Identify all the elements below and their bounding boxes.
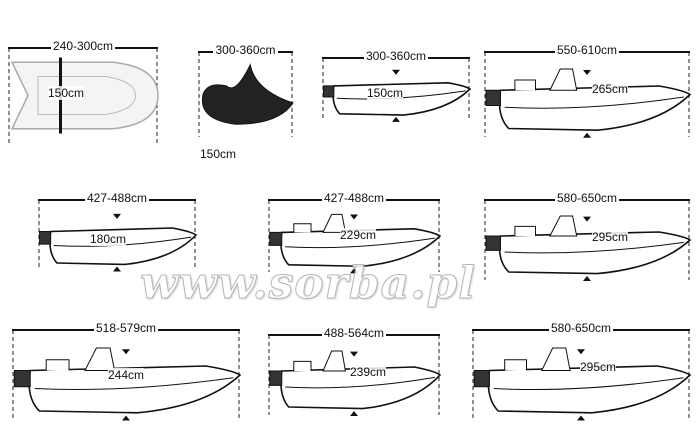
boat-item-dinghy: 240-300cm 150cm <box>8 39 159 143</box>
boat-item-console: 580-650cm 295cm <box>472 321 692 421</box>
console-drawing <box>268 199 442 274</box>
boat-item-boat: 427-488cm 180cm <box>38 191 198 272</box>
beam-label: 295cm <box>580 360 617 374</box>
console-drawing <box>484 199 692 281</box>
console-drawing <box>472 329 692 421</box>
length-label: 580-650cm <box>554 191 620 205</box>
beam-label: 239cm <box>350 365 387 379</box>
length-label: 240-300cm <box>50 39 116 53</box>
length-label: 488-564cm <box>321 326 387 340</box>
beam-label: 244cm <box>108 368 145 382</box>
dinghy-drawing <box>8 47 159 143</box>
beam-label: 150cm <box>200 147 237 161</box>
boat-item-console: 580-650cm 295cm <box>484 191 692 281</box>
jetski-drawing <box>198 51 294 137</box>
length-label: 518-579cm <box>93 321 159 335</box>
boat-item-jetski: 300-360cm 150cm <box>198 43 294 161</box>
boat-item-console: 518-579cm 244cm <box>12 321 242 421</box>
length-label: 580-650cm <box>548 321 614 335</box>
boat-item-boat: 300-360cm 150cm <box>322 49 472 122</box>
console-drawing <box>268 334 442 416</box>
length-label: 300-360cm <box>363 49 429 63</box>
beam-label: 295cm <box>592 230 629 244</box>
length-label: 550-610cm <box>554 43 620 57</box>
length-label: 427-488cm <box>84 191 150 205</box>
boat-item-console: 550-610cm 265cm <box>484 43 692 138</box>
beam-label: 150cm <box>367 86 404 100</box>
beam-label: 150cm <box>48 86 85 100</box>
boat-item-console: 427-488cm 229cm <box>268 191 442 274</box>
console-drawing <box>484 51 692 138</box>
beam-label: 265cm <box>592 82 629 96</box>
watermark: www.sorba.pl <box>140 258 476 310</box>
beam-label: 229cm <box>340 228 377 242</box>
length-label: 300-360cm <box>213 43 278 57</box>
boat-item-console: 488-564cm 239cm <box>268 326 442 416</box>
beam-label: 180cm <box>90 232 127 246</box>
length-label: 427-488cm <box>321 191 387 205</box>
